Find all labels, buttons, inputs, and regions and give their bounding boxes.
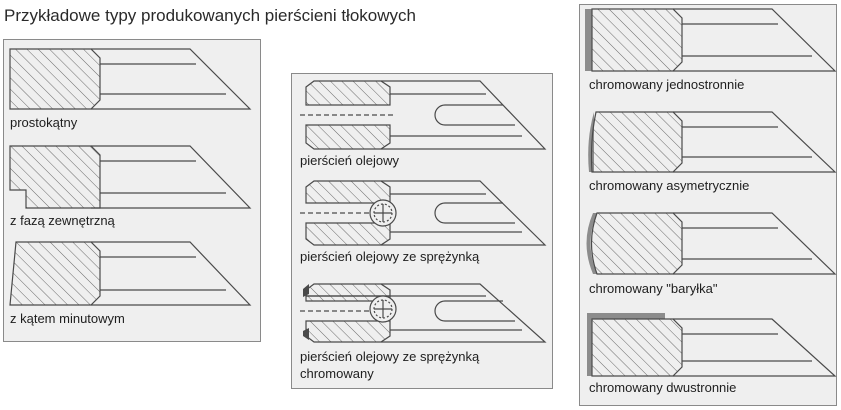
- ring-oil-spring: [300, 180, 547, 246]
- ring-label: pierścień olejowy ze sprężynką: [300, 249, 480, 264]
- ring-chrome-one-side: [585, 8, 837, 72]
- ring-oil-spring-chrome: [300, 283, 547, 343]
- ring-label: chromowany asymetrycznie: [589, 178, 750, 193]
- ring-label: pierścień olejowy: [300, 153, 399, 168]
- ring-label: pierścień olejowy ze sprężynką: [300, 349, 480, 364]
- ring-label: chromowany: [300, 366, 374, 381]
- page-title: Przykładowe typy produkowanych pierścien…: [4, 6, 416, 25]
- ring-rectangular: [9, 48, 252, 110]
- ring-oil: [300, 80, 547, 150]
- ring-label: z fazą zewnętrzną: [10, 213, 115, 228]
- ring-external-bevel: [9, 145, 252, 209]
- ring-chrome-barrel: [586, 212, 837, 275]
- ring-label: chromowany dwustronnie: [589, 380, 737, 395]
- ring-label: chromowany jednostronnie: [589, 77, 745, 92]
- ring-minute-angle: [9, 241, 252, 306]
- ring-chrome-asymmetric: [588, 111, 837, 173]
- ring-label: prostokątny: [10, 115, 78, 130]
- ring-label: chromowany "baryłka": [589, 281, 718, 296]
- ring-label: z kątem minutowym: [10, 311, 125, 326]
- ring-chrome-two-side: [587, 313, 837, 377]
